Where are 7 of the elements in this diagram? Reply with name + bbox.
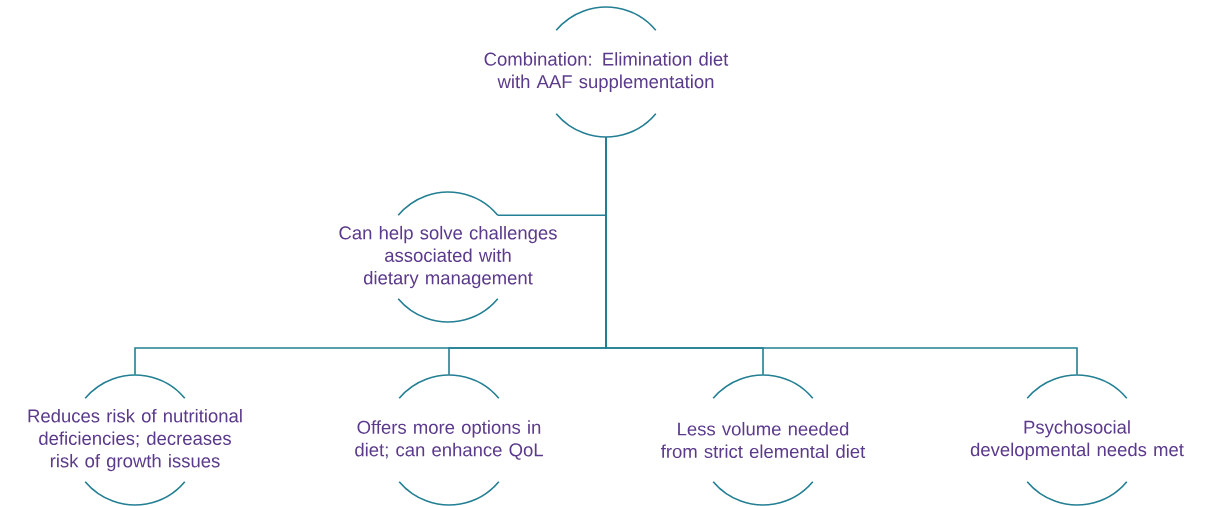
circle-node: Less volume needed from strict elemental diet	[661, 374, 866, 506]
connector-line	[605, 136, 1078, 376]
circle-node: Combination: Elimination diet with AAF supplementation	[484, 6, 729, 138]
circle-node: Psychosocial developmental needs met	[970, 374, 1184, 506]
circle-node: Offers more options in diet; can enhance QoL	[355, 374, 543, 506]
circle-node: Reduces risk of nutritional deficiencies; decreases risk of growth issues	[28, 374, 242, 506]
circle-node: Can help solve challenges associated with dietary management	[339, 191, 557, 323]
